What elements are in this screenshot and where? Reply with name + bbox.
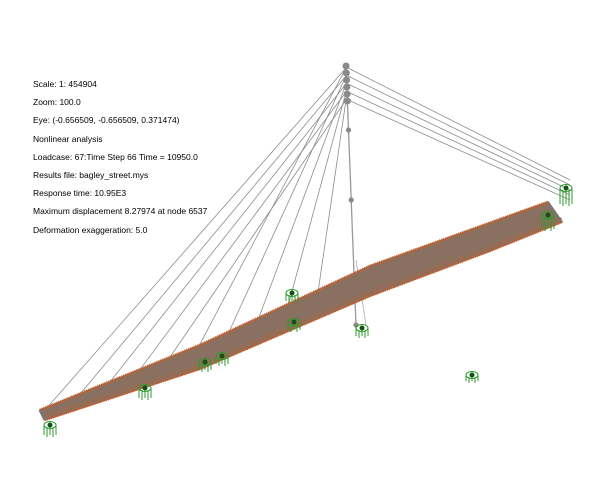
stay-cable — [44, 67, 347, 411]
stay-cable — [287, 91, 347, 307]
deck-front-railing — [44, 217, 563, 417]
stay-cable — [257, 83, 347, 321]
pylon-node — [343, 90, 351, 98]
scale-text: Scale: 1: 454904 — [33, 79, 97, 89]
back-stay-cable — [347, 91, 571, 196]
analysis-text: Nonlinear analysis — [33, 133, 103, 144]
response-time-text: Response time: 10.95E3 — [33, 188, 127, 199]
support-symbol — [285, 289, 299, 303]
support-symbol — [559, 184, 573, 206]
stay-cable — [317, 99, 347, 293]
support-symbol — [43, 421, 57, 437]
stay-cable — [137, 91, 347, 373]
pylon-node — [353, 322, 359, 328]
results-file-text: Results file: bagley_street.mys — [33, 170, 149, 181]
stay-cable — [197, 67, 347, 348]
pylon-node — [343, 76, 351, 84]
pylon-node — [342, 62, 350, 70]
deformation-text: Deformation exaggeration: 5.0 — [33, 224, 148, 235]
support-symbol — [355, 324, 369, 338]
stay-cable — [167, 99, 347, 361]
support-symbol — [138, 384, 152, 400]
deck-front-edge — [44, 220, 563, 422]
stay-cable — [227, 75, 347, 335]
pylon-node — [342, 69, 350, 77]
pylon-node — [348, 197, 354, 203]
pylon-node — [343, 97, 351, 105]
stay-cable — [77, 75, 347, 397]
eye-text: Eye: (-0.656509, -0.656509, 0.371474) — [33, 115, 180, 126]
support-symbol — [465, 371, 479, 383]
deck-end — [38, 409, 47, 421]
zoom-text: Zoom: 100.0 — [33, 97, 81, 108]
support-symbol — [215, 352, 229, 366]
back-stay-cable — [347, 75, 571, 186]
pylon-node — [345, 127, 352, 133]
support-symbol — [541, 211, 555, 231]
deck-back-railing — [39, 200, 549, 412]
pylon-node — [343, 83, 351, 91]
back-stay-cable — [347, 67, 571, 181]
support-symbol — [287, 318, 301, 332]
model-info-overlay: Scale: 1: 454904 Zoom: 100.0 Eye: (-0.65… — [33, 75, 207, 239]
support-symbol — [198, 358, 212, 372]
max-displacement-text: Maximum displacement 8.27974 at node 653… — [33, 206, 208, 217]
back-stay-cable — [347, 99, 571, 201]
back-stay-cable — [347, 83, 571, 191]
deck-end — [547, 201, 563, 223]
loadcase-text: Loadcase: 67:Time Step 66 Time = 10950.0 — [33, 151, 198, 162]
stay-cable — [107, 83, 347, 385]
